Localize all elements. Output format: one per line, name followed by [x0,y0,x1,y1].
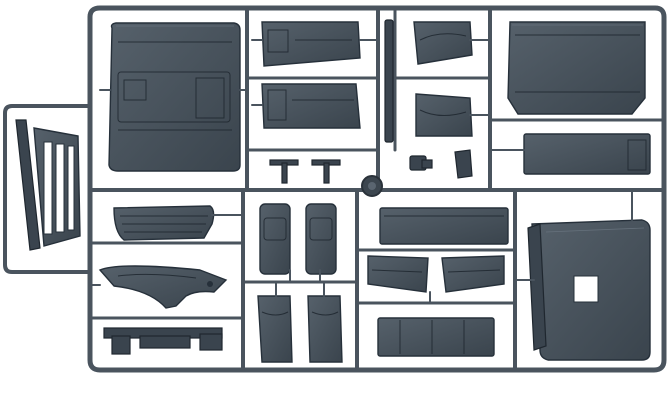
mirror-bracket-top [413,21,491,65]
step-panel-left [367,255,429,293]
strip-part [384,19,394,143]
fender-arch-part [98,265,228,309]
small-clip-parts [269,159,341,184]
roof-panel-part [507,21,646,115]
seat-backs [259,203,337,275]
sprue-frame [3,5,667,373]
step-panel-right [441,255,505,293]
bumper-bar-part [489,133,651,175]
mirror-bracket-bottom [415,93,491,137]
lower-panel-part [377,317,495,357]
seat-cushions [257,295,343,363]
side-grille-part [15,119,81,251]
small-knob-parts [409,149,473,179]
dashboard-part [103,327,223,355]
gate-stubs [89,189,633,304]
cab-back-part [527,219,651,361]
door-panel-upper [251,21,379,67]
front-grille-part [113,205,215,241]
floor-panel-part [99,22,248,172]
rear-panel-part [379,207,509,245]
door-panel-lower [251,83,361,129]
